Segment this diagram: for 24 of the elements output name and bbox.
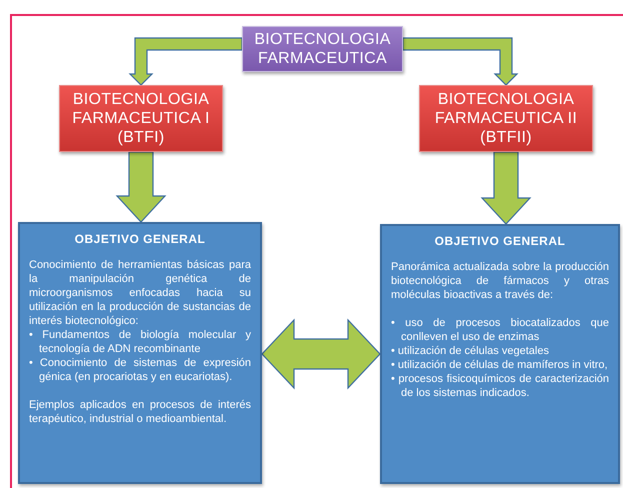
body-text: Panorámica actualizada sobre la producción biotecnológica de fármacos y otras moléculas bioactivas a través de: [391, 260, 609, 302]
bullet-item: • uso de procesos biocatalizados que conlleven el uso de enzimas [391, 316, 609, 344]
bullet-item: • procesos fisicoquímicos de caracterización de los sistemas indicados. [391, 372, 609, 400]
panel-heading: OBJETIVO GENERAL [434, 234, 566, 248]
block-arrow [402, 37, 518, 86]
box-label: BIOTECNOLOGIA FARMACEUTICA I (BTFI) [71, 90, 211, 148]
body-text: Conocimiento de herramientas básicas para la manipulación genética de microorganismos enfocadas hacia su utilización en la producción de sustancias de interés biotecnológico: [29, 258, 251, 328]
objective-panel [18, 222, 262, 484]
course-box [419, 85, 593, 152]
block-arrow [480, 151, 532, 225]
block-arrow [116, 151, 166, 223]
block-arrow [261, 318, 381, 390]
bullet-item: • utilización de células vegetales [391, 344, 550, 358]
title-box [242, 26, 403, 72]
bullet-item: • Fundamentos de biología molecular y tecnología de ADN recombinante [29, 328, 251, 356]
course-box [59, 85, 223, 152]
bullet-item: • utilización de células de mamíferos in vitro, [391, 358, 609, 372]
box-label: BIOTECNOLOGIA FARMACEUTICA [253, 30, 392, 68]
panel-heading: OBJETIVO GENERAL [74, 232, 206, 246]
block-arrow [128, 37, 243, 86]
objective-panel [380, 224, 620, 484]
body-text: Ejemplos aplicados en procesos de interés terapéutico, industrial o medioambiental. [29, 398, 251, 426]
box-label: BIOTECNOLOGIA FARMACEUTICA II (BTFII) [434, 90, 578, 148]
bullet-item: • Conocimiento de sistemas de expresión génica (en procariotas y en eucariotas). [29, 356, 251, 384]
